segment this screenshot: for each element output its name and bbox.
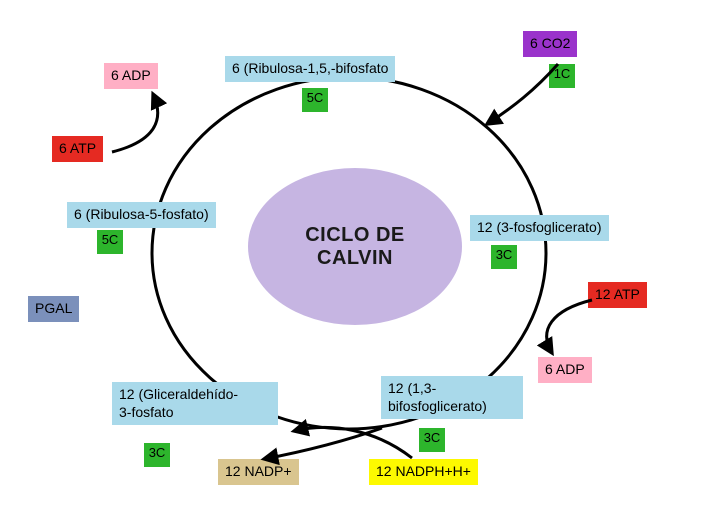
node-atp-top: 6 ATP xyxy=(52,136,104,162)
node-pgal: PGAL xyxy=(28,296,80,322)
node-co2: 6 CO2 xyxy=(523,31,578,57)
node-bifosfoglicerato-line1: 12 (1,3- xyxy=(388,380,437,396)
arrow-co2-into-cycle xyxy=(483,63,560,126)
node-fosfoglicerato: 12 (3-fosfoglicerato) xyxy=(470,215,609,241)
node-nadph: 12 NADPH+H+ xyxy=(369,459,478,485)
arrow-cycle-to-adp-top xyxy=(111,90,168,154)
node-gliceraldehido-line2: 3-fosfato xyxy=(119,403,174,420)
arrow-atp-to-adp-right xyxy=(536,298,593,357)
node-gliceraldehido-fosfato: 12 (Gliceraldehído- 3-fosfato xyxy=(112,382,278,425)
node-bifosfoglicerato-carbons: 3C xyxy=(419,428,445,452)
node-gliceraldehido-carbons: 3C xyxy=(144,443,170,467)
node-nadp: 12 NADP+ xyxy=(218,459,299,485)
node-co2-carbons: 1C xyxy=(549,64,575,88)
arrow-cycle-to-nadp xyxy=(260,426,383,466)
cycle-title-line1: CICLO DE xyxy=(305,223,405,246)
cycle-title-line2: CALVIN xyxy=(317,246,393,269)
arrow-nadph-into-cycle xyxy=(290,418,413,460)
node-ribulosa-fosfato: 6 (Ribulosa-5-fosfato) xyxy=(67,202,216,228)
node-adp-top: 6 ADP xyxy=(104,63,158,89)
node-atp-right: 12 ATP xyxy=(588,282,647,308)
node-bifosfoglicerato: 12 (1,3- bifosfoglicerato) xyxy=(381,376,523,419)
node-fosfoglicerato-carbons: 3C xyxy=(491,245,517,269)
node-ribulosa-bifosfato-carbons: 5C xyxy=(302,88,328,112)
node-ribulosa-bifosfato: 6 (Ribulosa-1,5,-bifosfato xyxy=(225,56,396,82)
node-adp-right: 6 ADP xyxy=(538,357,592,383)
cycle-center: CICLO DE CALVIN xyxy=(248,168,462,325)
node-ribulosa-fosfato-carbons: 5C xyxy=(97,230,123,254)
node-bifosfoglicerato-line2: bifosfoglicerato) xyxy=(388,397,487,414)
node-gliceraldehido-line1: 12 (Gliceraldehído- xyxy=(119,386,239,402)
